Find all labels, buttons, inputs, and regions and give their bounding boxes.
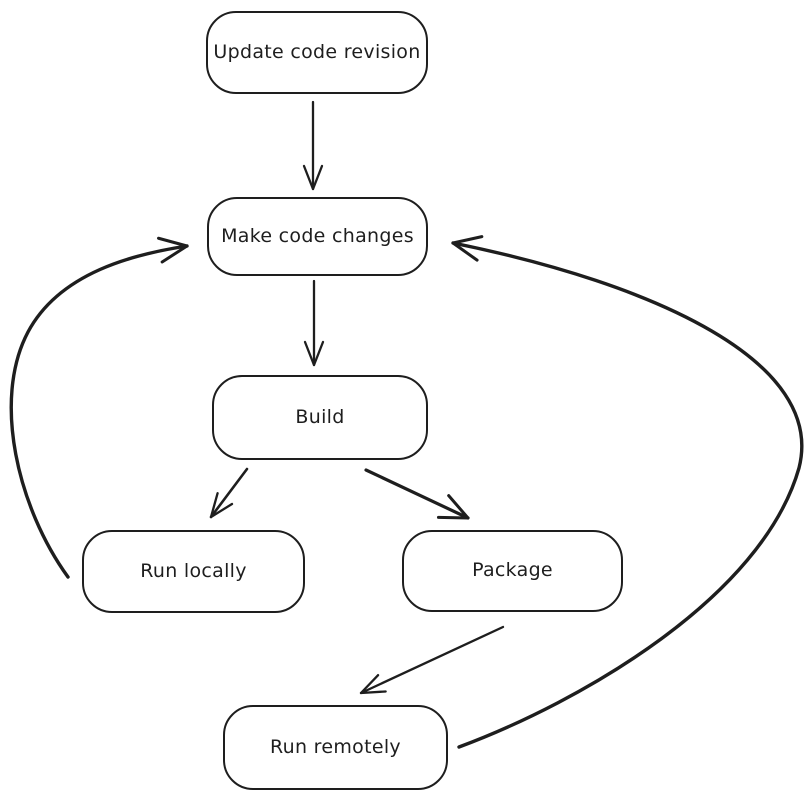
edge-run-locally-to-make-code-changes	[9, 236, 189, 579]
node-update-code-revision-label: Update code revision	[213, 40, 421, 63]
node-build: Build	[212, 375, 428, 460]
node-make-code-changes: Make code changes	[207, 197, 428, 276]
edge-package-to-run-remotely	[359, 625, 505, 695]
node-run-locally-label: Run locally	[140, 559, 247, 582]
node-run-remotely: Run remotely	[223, 705, 448, 790]
edge-build-to-package	[364, 468, 470, 520]
node-package: Package	[402, 530, 623, 612]
edge-run-remotely-to-make-code-changes	[451, 235, 804, 749]
node-make-code-changes-label: Make code changes	[221, 224, 414, 247]
node-build-label: Build	[295, 405, 345, 428]
node-update-code-revision: Update code revision	[206, 11, 428, 94]
edge-build-to-run-locally	[209, 467, 249, 519]
node-run-remotely-label: Run remotely	[270, 735, 401, 758]
node-run-locally: Run locally	[82, 530, 305, 613]
node-package-label: Package	[472, 559, 553, 581]
